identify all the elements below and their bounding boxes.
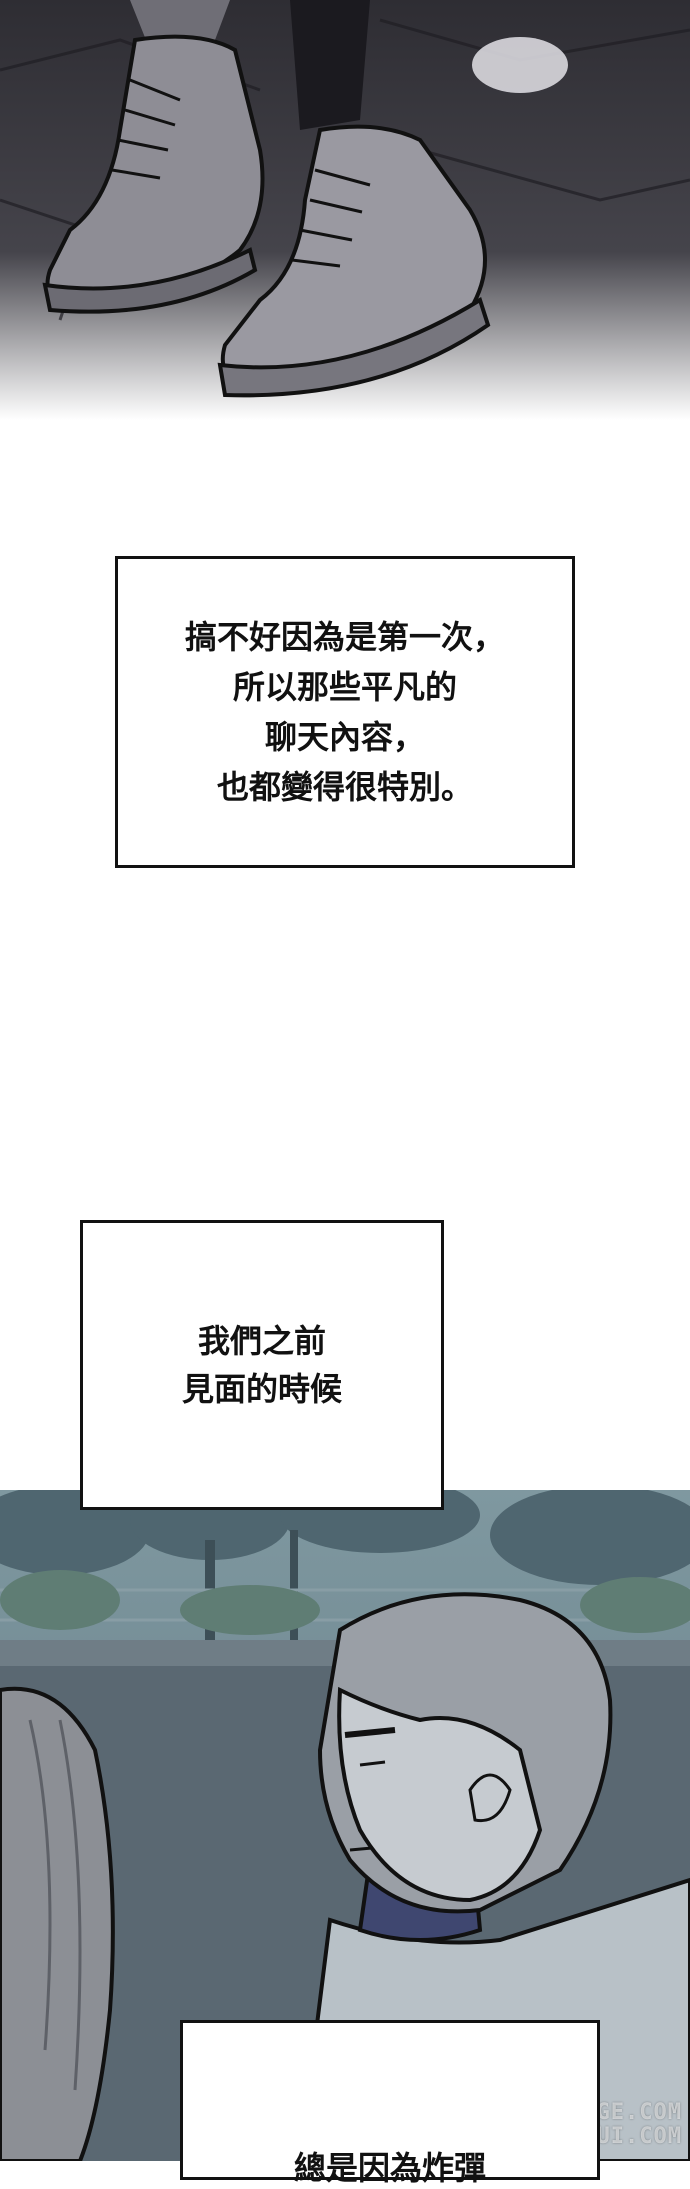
caption-1-line-3: 聊天內容， bbox=[264, 718, 425, 756]
caption-1-line-2: 所以那些平凡的 bbox=[232, 668, 457, 706]
left-sneaker bbox=[42, 34, 265, 314]
caption-1-line-1: 搞不好因為是第一次， bbox=[184, 618, 505, 656]
park-scene-illustration bbox=[0, 1490, 690, 2161]
caption-box-1: 搞不好因為是第一次， 所以那些平凡的 聊天內容， 也都變得很特別。 bbox=[115, 556, 575, 868]
right-sneaker bbox=[217, 124, 491, 398]
caption-box-2: 我們之前 見面的時候 bbox=[80, 1220, 444, 1510]
caption-box-3: 總是因為炸彈 bbox=[180, 2020, 600, 2187]
park-scene-panel: ACLOUDMERGE.COM MANHUAGUI.COM bbox=[0, 1490, 690, 2161]
woman-hair bbox=[0, 1686, 115, 2161]
sneakers-panel bbox=[0, 0, 690, 420]
caption-1-line-4: 也都變得很特別。 bbox=[216, 768, 473, 806]
caption-3-line-1: 總是因為炸彈 bbox=[293, 2149, 486, 2187]
caption-2-line-1: 我們之前 bbox=[197, 1322, 326, 1360]
caption-2-line-2: 見面的時候 bbox=[181, 1370, 342, 1408]
sneakers-illustration bbox=[0, 0, 690, 420]
